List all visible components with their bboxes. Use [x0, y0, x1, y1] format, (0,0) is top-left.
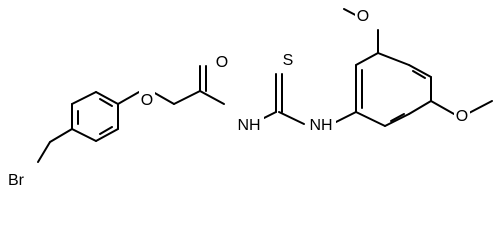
aryl-nh-label: NH: [309, 117, 332, 134]
bond-ring-right-methoxy: [430, 100, 455, 115]
ring-double-bond-2: [99, 126, 113, 135]
br-label-bg: [2, 171, 30, 189]
ether-oxygen-bg: [139, 90, 155, 110]
structure-canvas: Br O O NH S NH O O: [2, 6, 493, 190]
ring-bond-right-6: [408, 100, 432, 115]
ring-bond-3: [95, 128, 119, 142]
atom-labels: Br O O NH S NH O O: [2, 6, 470, 189]
bond-ring-oxygen: [117, 91, 140, 105]
ring-bond-right-2: [355, 52, 379, 66]
bond-br-c1: [37, 141, 51, 163]
ether-oxygen-label: O: [141, 92, 153, 109]
sulfur-bg: [280, 50, 296, 70]
chemical-structure-diagram: Br O O NH S NH O O: [2, 6, 493, 190]
right-methoxy-oxygen-bg: [454, 106, 470, 126]
carbonyl-oxygen-bg: [214, 52, 230, 72]
ring-bond-6: [71, 91, 97, 105]
amide-nh-label: NH: [237, 117, 260, 134]
aryl-nh-bg: [306, 116, 336, 136]
bond-right-methoxy-methyl: [468, 100, 493, 114]
ring-bond-5: [95, 91, 119, 105]
ring-bond-2: [71, 128, 97, 142]
amide-nh-bg: [234, 116, 264, 136]
bond-carbonyl-nh: [199, 90, 225, 105]
sulfur-label: S: [283, 52, 294, 69]
bond-oxygen-ch2: [152, 91, 175, 105]
ring-bond-right-4: [408, 64, 432, 78]
ring-bond-right-7: [384, 113, 410, 127]
ring-bond-right-8: [355, 111, 386, 127]
ring-bond-1: [49, 128, 73, 143]
ring-double-bond-right-2: [412, 70, 426, 79]
bond-ch2-carbonyl: [173, 90, 201, 105]
right-methoxy-oxygen-label: O: [456, 108, 468, 125]
top-methoxy-oxygen-label: O: [357, 8, 369, 25]
ring-double-bond-right-3: [390, 113, 405, 122]
ring-double-bond-3: [99, 98, 113, 107]
carbonyl-oxygen-label: O: [216, 54, 228, 71]
bromine-label: Br: [8, 172, 25, 189]
bromophenyl-ring: [37, 91, 119, 163]
bond-thiocarbonyl-nh: [278, 111, 305, 125]
ring-bond-right-3: [377, 52, 410, 66]
top-methoxy-oxygen-bg: [355, 6, 371, 26]
